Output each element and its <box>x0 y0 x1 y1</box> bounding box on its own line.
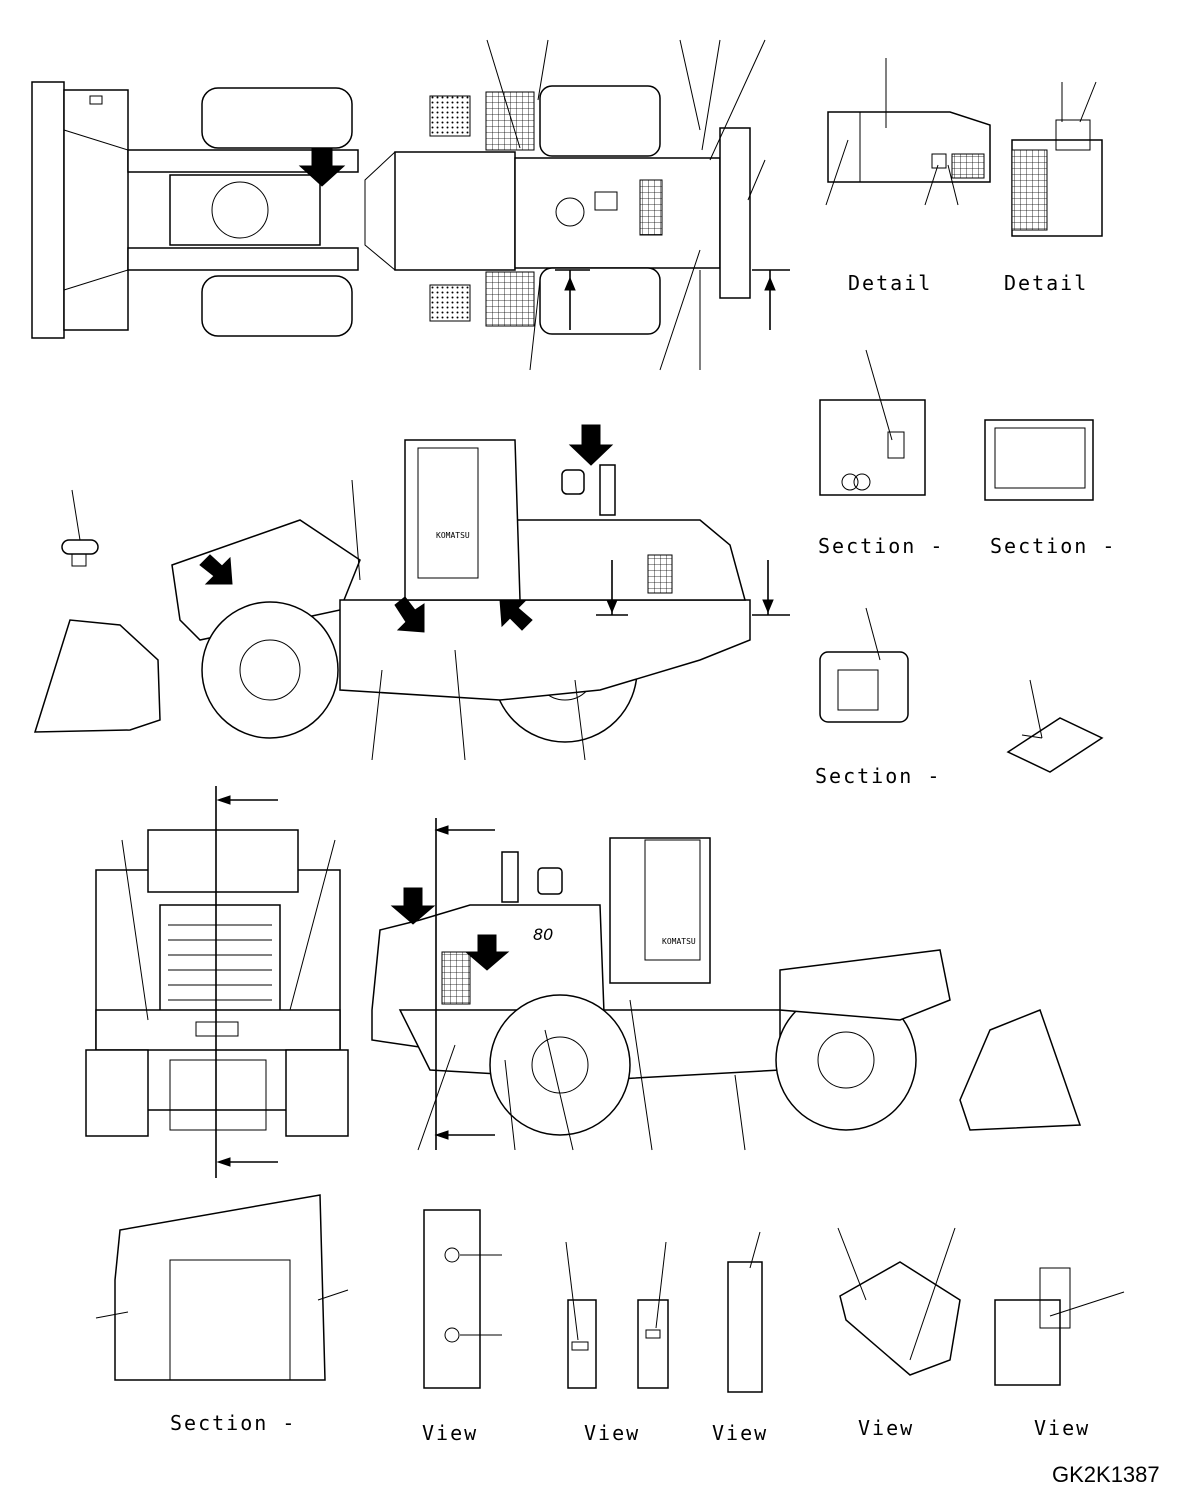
view-label-5: View <box>1034 1416 1090 1440</box>
drawing-code: GK2K1387 <box>1052 1462 1160 1487</box>
detail-label-1: Detail <box>848 271 932 295</box>
section-label-3: Section - <box>815 764 941 788</box>
arrow-icon <box>568 424 614 466</box>
arrow-icon <box>499 599 533 631</box>
detail-insets: Detail Detail Section - Section - Sectio… <box>815 58 1116 788</box>
view-label-2: View <box>584 1421 640 1445</box>
arrow-icon <box>464 934 510 971</box>
right-side-view: KOMATSU 80 <box>371 818 1082 1151</box>
left-side-view: KOMATSU <box>33 424 790 761</box>
badge-number: 80 <box>533 925 553 944</box>
section-label-4: Section - <box>170 1411 296 1435</box>
view-label-4: View <box>858 1416 914 1440</box>
arrow-icon <box>390 887 436 925</box>
view-label-1: View <box>422 1421 478 1445</box>
arrow-icon <box>394 596 425 633</box>
view-label-3: View <box>712 1421 768 1445</box>
section-label-1: Section - <box>818 534 944 558</box>
top-view <box>31 39 790 371</box>
brand-label-side: KOMATSU <box>436 531 470 540</box>
arrow-icon <box>199 554 233 585</box>
rear-view <box>85 786 349 1178</box>
bottom-insets: Section - View View View View View <box>95 1194 1125 1445</box>
section-label-2: Section - <box>990 534 1116 558</box>
brand-label-cab: KOMATSU <box>662 937 696 946</box>
detail-label-2: Detail <box>1004 271 1088 295</box>
